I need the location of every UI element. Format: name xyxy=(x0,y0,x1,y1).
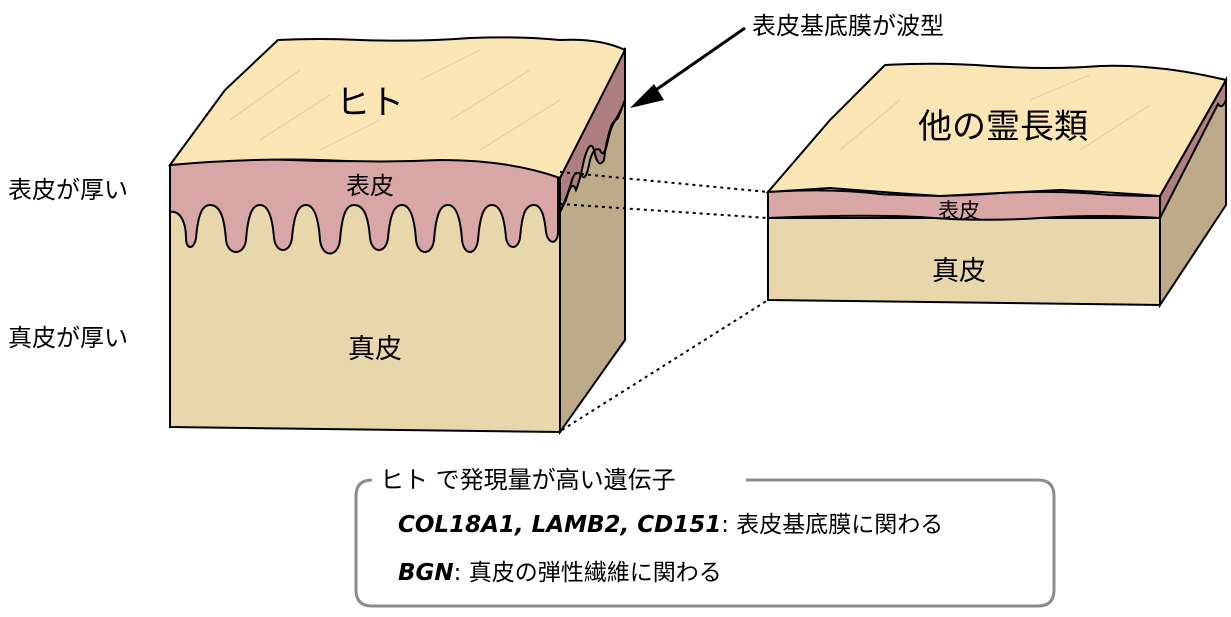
gene-row-1-genes: COL18A1, LAMB2, CD151 xyxy=(398,512,721,538)
gene-row-2-genes: BGN xyxy=(398,560,454,586)
human-top-texture xyxy=(229,49,561,151)
gene-info-box: ヒト で発現量が高い遺伝子 COL18A1, LAMB2, CD151: 表皮基… xyxy=(354,466,1056,608)
human-dermis-label: 真皮 xyxy=(348,334,402,365)
gene-box-title: ヒト で発現量が高い遺伝子 xyxy=(380,466,676,494)
primate-epidermis-label: 表皮 xyxy=(938,199,980,223)
thick-dermis-note: 真皮が厚い xyxy=(8,324,128,352)
human-top-face xyxy=(167,36,627,180)
human-side-ridges xyxy=(559,99,626,213)
thick-epidermis-note: 表皮が厚い xyxy=(8,176,128,204)
gene-row-1: COL18A1, LAMB2, CD151: 表皮基底膜に関わる xyxy=(398,512,943,538)
gene-row-2-description: : 真皮の弾性繊維に関わる xyxy=(454,560,722,586)
connector-lines xyxy=(559,171,769,431)
human-title: ヒト xyxy=(336,83,404,123)
primate-top-texture xyxy=(839,74,1151,151)
gene-row-2: BGN: 真皮の弾性繊維に関わる xyxy=(398,560,722,586)
primate-epidermis-side xyxy=(1159,76,1227,219)
wavy-membrane-note: 表皮基底膜が波型 xyxy=(752,12,944,40)
human-skin-block xyxy=(167,36,627,436)
wavy-membrane-arrow xyxy=(630,26,746,108)
primate-dermis-label: 真皮 xyxy=(932,256,986,287)
human-epidermis-front xyxy=(169,156,559,255)
primate-skin-block xyxy=(765,62,1228,309)
gene-row-1-description: : 表皮基底膜に関わる xyxy=(721,512,943,538)
primate-top-face xyxy=(765,62,1228,198)
human-epidermis-label: 表皮 xyxy=(346,172,394,200)
arrow-head xyxy=(630,84,664,108)
primate-title: 他の霊長類 xyxy=(918,107,1088,147)
connector-dermis-bottom xyxy=(561,299,769,431)
gene-box-border xyxy=(354,478,1056,608)
